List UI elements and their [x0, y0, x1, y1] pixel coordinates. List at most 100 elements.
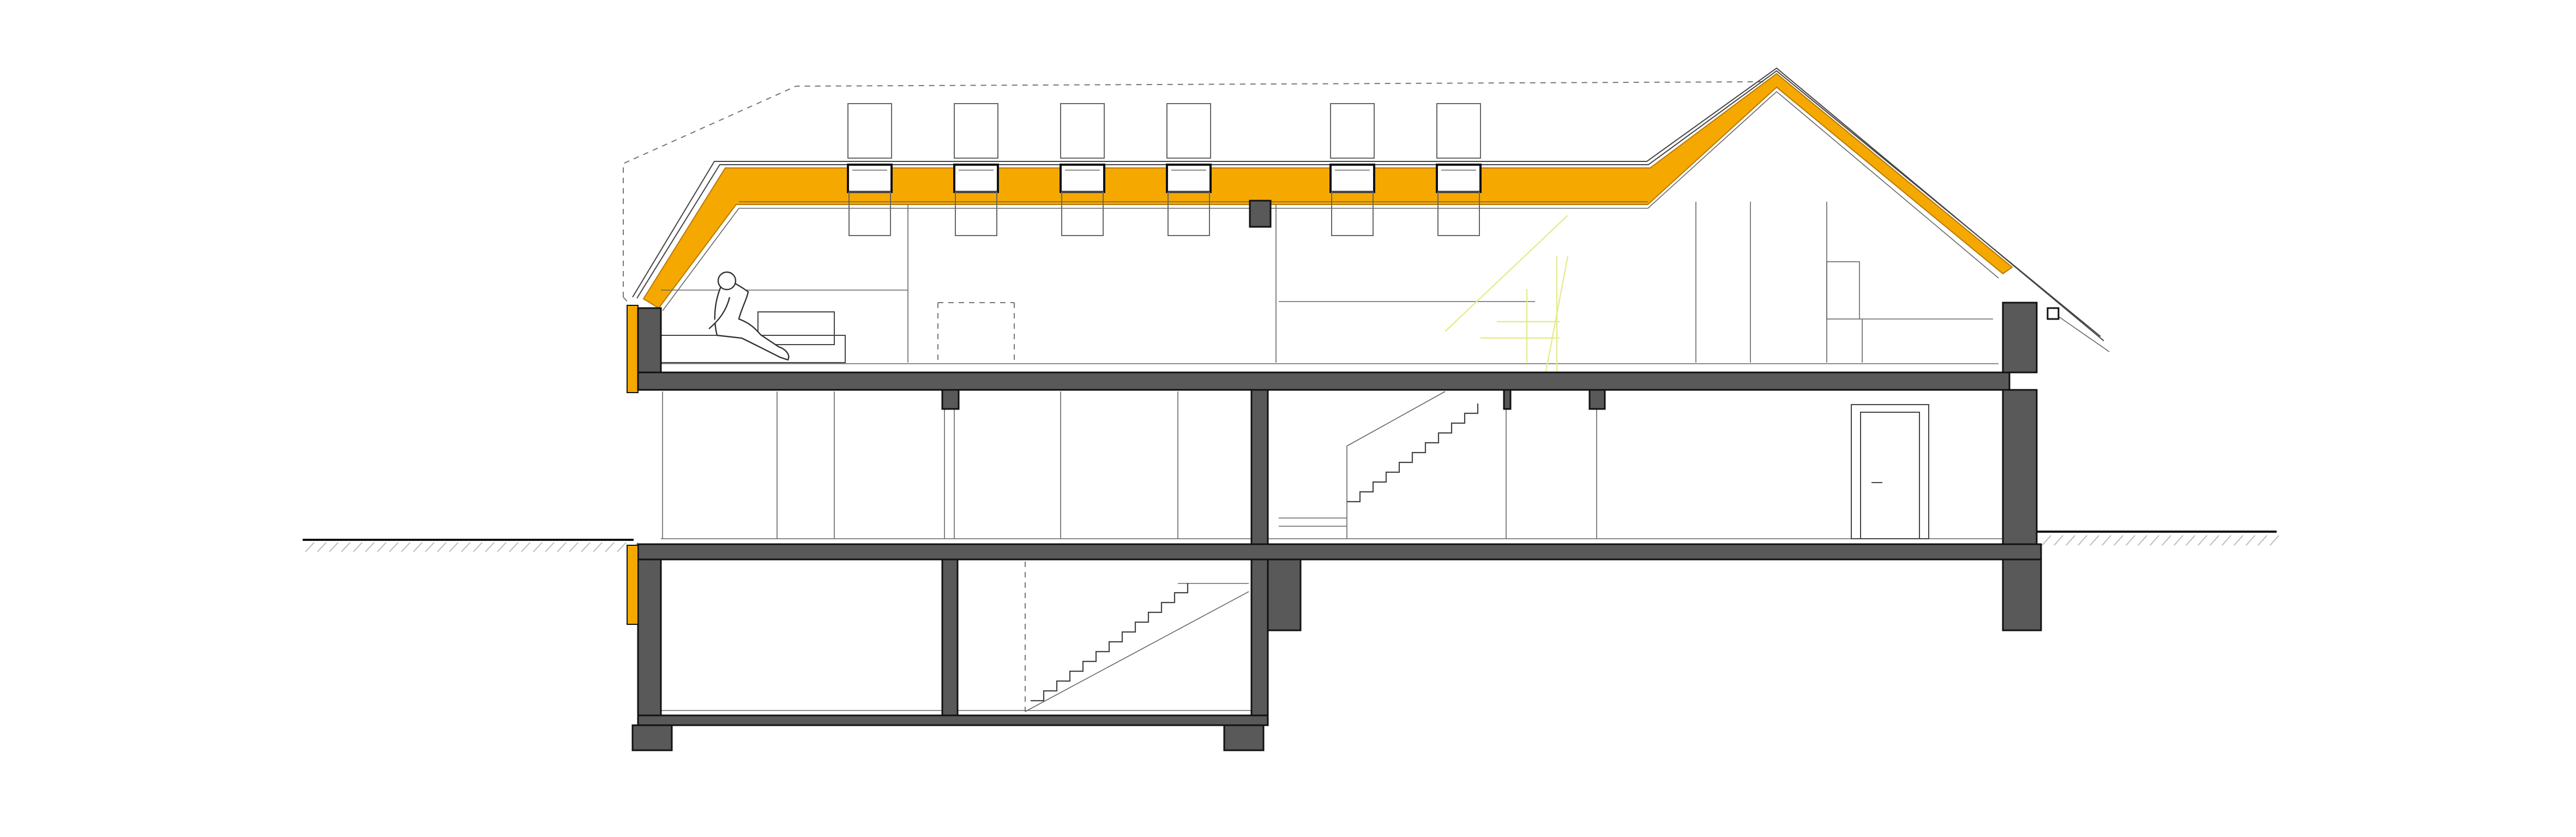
- ground-hatch-stroke: [317, 542, 327, 552]
- ground-hatch-stroke: [449, 542, 459, 552]
- left-attic-wall: [637, 307, 662, 374]
- skylight-raised-outline: [954, 103, 998, 159]
- ground-hatch-stroke: [2078, 535, 2087, 546]
- ground-hatch-stroke: [2054, 535, 2063, 546]
- skylight-shaft: [1437, 191, 1480, 236]
- ground-hatch-stroke: [617, 542, 627, 552]
- sofa-back: [757, 311, 835, 345]
- stairs: [1031, 404, 1479, 702]
- skylight-raised-outline: [1166, 103, 1211, 159]
- skylight-shaft: [1331, 191, 1374, 236]
- beam-3: [1588, 389, 1606, 410]
- ground-hatch-stroke: [485, 542, 495, 552]
- wall-plate-left: [627, 305, 639, 393]
- skylight-raised-outline: [1060, 103, 1105, 159]
- door-leaf: [1860, 412, 1920, 539]
- skylight-raised-outline: [1436, 103, 1481, 159]
- seated-person-figure: [708, 271, 790, 361]
- person-arm: [708, 297, 731, 329]
- ground-hatch-stroke: [2270, 535, 2279, 546]
- basement-insulation: [627, 545, 639, 625]
- skylight-raised-outline: [847, 103, 892, 159]
- stair-stringer: [1346, 391, 1446, 447]
- ground-hatch-stroke: [581, 542, 591, 552]
- ground-hatch-stroke: [305, 542, 315, 552]
- basement-column: [941, 558, 959, 716]
- ground-hatch-stroke: [2246, 535, 2255, 546]
- ground-hatch-stroke: [509, 542, 519, 552]
- ground-hatch-stroke: [377, 542, 387, 552]
- concrete-structure: [627, 200, 2042, 751]
- skylight-raised-outline: [1330, 103, 1375, 159]
- basement-slab: [637, 714, 1269, 726]
- central-column-attic: [1249, 200, 1272, 228]
- roof-outer-line: [632, 67, 2104, 341]
- ground-hatch-stroke: [2186, 535, 2195, 546]
- ground-hatch-stroke: [2138, 535, 2147, 546]
- central-column-basement: [1250, 558, 1269, 716]
- ground-hatch-stroke: [413, 542, 423, 552]
- left-basement-wall: [637, 558, 662, 716]
- ground-hatch-stroke: [2198, 535, 2207, 546]
- ground: [303, 531, 2279, 552]
- beam-2: [1503, 389, 1512, 410]
- ghost-stair: [1445, 215, 1569, 387]
- ground-hatch-stroke: [2222, 535, 2231, 546]
- ground-hatch-stroke: [473, 542, 483, 552]
- ghost-stair-rail-1: [1445, 215, 1568, 332]
- ground-slab: [637, 543, 2042, 561]
- skylight-shaft: [1061, 191, 1104, 236]
- ground-hatch-stroke: [521, 542, 531, 552]
- ground-hatch-stroke: [341, 542, 351, 552]
- central-column-ground: [1250, 389, 1269, 545]
- ground-hatch-stroke: [401, 542, 411, 552]
- right-foundation: [2002, 558, 2042, 631]
- ground-hatch-stroke: [2114, 535, 2123, 546]
- ground-hatch-stroke: [2210, 535, 2219, 546]
- right-ground-wall: [2002, 389, 2038, 545]
- skylight-frame: [847, 164, 893, 193]
- ground-hatch: [305, 535, 2279, 552]
- central-foundation-block: [1267, 558, 1302, 631]
- ground-hatch-stroke: [437, 542, 447, 552]
- mid-footing: [1223, 724, 1265, 751]
- ground-hatch-stroke: [389, 542, 399, 552]
- ground-hatch-stroke: [2258, 535, 2267, 546]
- roof-right-eave: [2050, 310, 2110, 352]
- roof-outer-line-2: [636, 70, 2101, 337]
- basement-stair-stringer: [1025, 591, 1249, 712]
- ground-hatch-stroke: [533, 542, 543, 552]
- ground-hatch-stroke: [545, 542, 555, 552]
- eave-detail: [2047, 307, 2060, 320]
- attic-cabinet: [1826, 261, 1860, 320]
- former-roof-outline: [623, 81, 1778, 297]
- ground-hatch-stroke: [2150, 535, 2159, 546]
- skylight-frame: [1436, 164, 1482, 193]
- ground-hatch-stroke: [2066, 535, 2075, 546]
- ground-hatch-stroke: [569, 542, 579, 552]
- ground-hatch-stroke: [353, 542, 363, 552]
- ground-hatch-stroke: [365, 542, 375, 552]
- skylights: [847, 103, 1482, 236]
- left-footing: [631, 724, 673, 751]
- ground-hatch-stroke: [425, 542, 435, 552]
- door-frame: [1851, 404, 1929, 539]
- ground-hatch-stroke: [2126, 535, 2135, 546]
- ground-hatch-stroke: [497, 542, 507, 552]
- ground-hatch-stroke: [329, 542, 339, 552]
- person-head: [717, 271, 737, 291]
- ground-hatch-stroke: [2102, 535, 2111, 546]
- skylight-frame: [1060, 164, 1105, 193]
- ground-hatch-stroke: [2090, 535, 2099, 546]
- ground-hatch-stroke: [2042, 535, 2051, 546]
- skylight-frame: [953, 164, 999, 193]
- skylight-shaft: [848, 191, 891, 236]
- ground-hatch-stroke: [557, 542, 567, 552]
- ground-hatch-stroke: [2234, 535, 2243, 546]
- right-attic-wall: [2002, 302, 2038, 374]
- skylight-shaft: [1167, 191, 1210, 236]
- skylight-frame: [1166, 164, 1212, 193]
- skylight-frame: [1329, 164, 1375, 193]
- ground-hatch-stroke: [2162, 535, 2171, 546]
